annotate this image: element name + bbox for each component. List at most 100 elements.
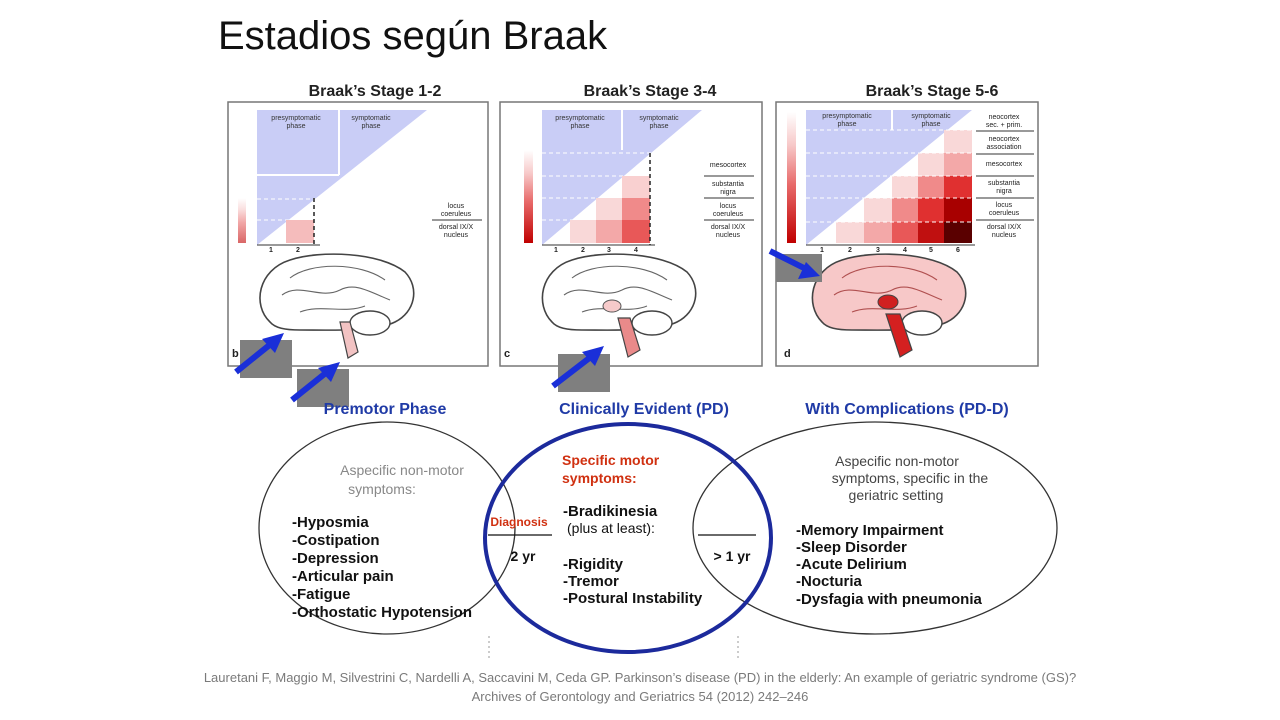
phase-pre-label: phase — [570, 123, 589, 130]
region-label: locus — [996, 202, 1013, 209]
left-item: -Hyposmia — [292, 514, 369, 531]
region-label: locus — [720, 203, 737, 210]
arrow-marker-4 — [768, 248, 822, 282]
phase-pre-label: phase — [837, 121, 856, 128]
left-item: -Depression — [292, 550, 379, 567]
brain-sagittal-illustration — [259, 253, 415, 359]
center-item-bradikinesia: -Bradikinesia — [563, 503, 658, 520]
region-label: mesocortex — [710, 162, 747, 169]
phase-heading-premotor: Premotor Phase — [324, 401, 447, 418]
stage-title-5-6: Braak’s Stage 5-6 — [866, 83, 999, 100]
region-label: nigra — [996, 188, 1012, 195]
region-label: nigra — [720, 189, 736, 196]
interval-left: 2 yr — [511, 548, 536, 564]
brain-sagittal-illustration — [811, 253, 967, 358]
phase-sym-label: phase — [361, 123, 380, 130]
phase-sym-label: symptomatic — [351, 115, 391, 122]
region-label: dorsal IX/X — [439, 224, 474, 231]
right-item: -Nocturia — [796, 573, 862, 590]
right-item: -Acute Delirium — [796, 556, 907, 573]
right-heading: Aspecific non-motor — [835, 453, 959, 469]
region-label: neocortex — [989, 136, 1020, 143]
severity-ramp — [787, 112, 796, 243]
panel-stage-5-6: Braak’s Stage 5-6 presymptomatic phase s… — [775, 83, 1039, 367]
right-item: -Sleep Disorder — [796, 539, 907, 556]
left-heading: Aspecific non-motor — [340, 462, 464, 478]
brain-sagittal-illustration — [541, 253, 697, 358]
region-label: nucleus — [444, 232, 469, 239]
region-label: nucleus — [992, 232, 1017, 239]
phase-pre-label: presymptomatic — [271, 115, 321, 122]
stage-number: 1 — [269, 247, 273, 254]
center-heading: symptoms: — [562, 470, 637, 486]
left-item: -Fatigue — [292, 586, 350, 603]
right-heading: geriatric setting — [849, 487, 944, 503]
stage-number: 6 — [956, 247, 960, 254]
phase-pre-label: phase — [286, 123, 305, 130]
phase-pre-label: presymptomatic — [822, 113, 872, 120]
panel-stage-1-2: Braak’s Stage 1-2 presymptomatic phase s… — [227, 83, 489, 367]
arrow-marker-3 — [551, 346, 610, 392]
circle-premotor — [258, 421, 516, 635]
region-label: nucleus — [716, 232, 741, 239]
citation: Lauretani F, Maggio M, Silvestrini C, Na… — [203, 670, 1077, 704]
right-item: -Dysfagia with pneumonia — [796, 591, 983, 608]
stage-number: 4 — [634, 247, 638, 254]
panel-stage-3-4: Braak’s Stage 3-4 presymptomatic phase s… — [499, 83, 763, 367]
center-item: -Rigidity — [563, 556, 624, 573]
stage-number: 5 — [929, 247, 933, 254]
stage-number: 1 — [820, 247, 824, 254]
stage-number: 3 — [607, 247, 611, 254]
panel-letter: c — [504, 348, 510, 360]
center-item-note: (plus at least): — [567, 520, 655, 536]
severity-ramp — [238, 198, 246, 243]
phase-zone — [257, 110, 427, 245]
interval-right: > 1 yr — [714, 548, 752, 564]
stage-number: 2 — [581, 247, 585, 254]
arrow-marker-2 — [290, 362, 349, 407]
center-item: -Tremor — [563, 573, 619, 590]
left-item: -Articular pain — [292, 568, 394, 585]
circle-clinical — [483, 422, 773, 654]
region-label: substantia — [712, 181, 744, 188]
region-label: coeruleus — [713, 211, 744, 218]
region-label: coeruleus — [441, 211, 472, 218]
diagnosis-label: Diagnosis — [490, 515, 548, 529]
circle-complications — [692, 421, 1058, 635]
right-item: -Memory Impairment — [796, 522, 944, 539]
stage-title-1-2: Braak’s Stage 1-2 — [309, 83, 442, 100]
left-item: -Costipation — [292, 532, 380, 549]
panel-letter: d — [784, 348, 791, 360]
phase-sym-label: symptomatic — [911, 113, 951, 120]
slide-title: Estadios según Braak — [218, 14, 608, 58]
region-label: dorsal IX/X — [987, 224, 1022, 231]
left-item: -Orthostatic Hypotension — [292, 604, 472, 621]
stage-number: 4 — [903, 247, 907, 254]
region-label: coeruleus — [989, 210, 1020, 217]
stage-cell — [286, 220, 314, 243]
stage-number: 1 — [554, 247, 558, 254]
region-label: association — [986, 144, 1021, 151]
stage-number: 2 — [296, 247, 300, 254]
severity-ramp — [524, 150, 533, 243]
phase-pre-label: presymptomatic — [555, 115, 605, 122]
region-label: neocortex — [989, 114, 1020, 121]
center-item: -Postural Instability — [563, 590, 703, 607]
region-label: mesocortex — [986, 161, 1023, 168]
stage-title-3-4: Braak’s Stage 3-4 — [584, 83, 717, 100]
right-heading: symptoms, specific in the — [832, 470, 989, 486]
panel-letter: b — [232, 348, 239, 360]
region-label: substantia — [988, 180, 1020, 187]
region-label: dorsal IX/X — [711, 224, 746, 231]
stage-number: 2 — [848, 247, 852, 254]
phase-heading-clinical: Clinically Evident (PD) — [559, 401, 729, 418]
stage-number: 3 — [876, 247, 880, 254]
region-label: locus — [448, 203, 465, 210]
phase-sym-label: phase — [649, 123, 668, 130]
phase-sym-label: phase — [921, 121, 940, 128]
region-label: sec. + prim. — [986, 122, 1022, 129]
phase-heading-complications: With Complications (PD-D) — [805, 401, 1008, 418]
arrow-marker-1 — [234, 333, 292, 378]
left-heading: symptoms: — [348, 481, 416, 497]
